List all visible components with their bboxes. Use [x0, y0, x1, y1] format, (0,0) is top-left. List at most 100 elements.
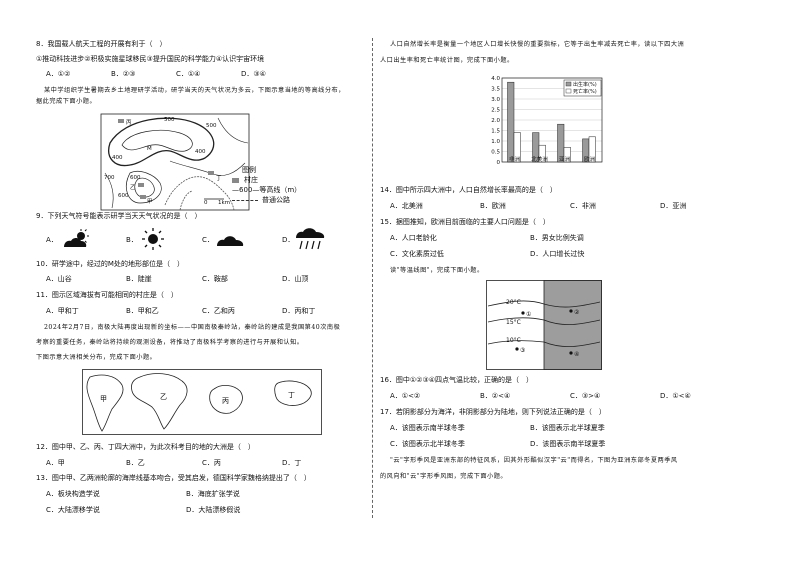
q17-option-c[interactable]: C．该图表示北半球冬季	[390, 440, 465, 448]
q15-stem: 15．据图推知，欧洲目前面临的主要人口问题是（ ）	[380, 218, 550, 226]
q15-option-d[interactable]: D．人口增长过快	[530, 250, 585, 258]
q13-option-a[interactable]: A．板块构造学说	[46, 490, 100, 498]
category-label: 欧洲	[584, 155, 596, 163]
map-label-ding: 丁	[216, 175, 222, 182]
y-tick-label: 4.0	[491, 76, 500, 82]
q14-option-a[interactable]: A．北美洲	[390, 202, 423, 210]
passage3-line1: 人口自然增长率是衡量一个地区人口增长快慢的重要指标，它等于出生率减去死亡率，读以…	[390, 41, 685, 48]
continents-map: 甲 乙 丙 丁	[82, 369, 322, 435]
scale-km: 1km	[218, 200, 230, 206]
q10-option-a[interactable]: A．山谷	[46, 275, 72, 283]
q17-option-b[interactable]: B．该图表示北半球夏季	[530, 424, 605, 432]
q8-option-d[interactable]: D．③④	[241, 70, 266, 78]
q11-option-a[interactable]: A．甲和丁	[46, 307, 79, 315]
q12-option-c[interactable]: C．丙	[202, 459, 221, 467]
map-label-600: 600	[130, 175, 141, 181]
q12-option-a[interactable]: A．甲	[46, 459, 65, 467]
q16-stem: 16．图中①②③④四点气温比较，正确的是（ ）	[380, 376, 534, 384]
passage1-line1: 某中学组织学生暑期去乡土地理研学活动，研学当天的天气状况为多云，下图示意当地的等…	[44, 87, 345, 94]
isotherm-20c: 20°C	[506, 299, 521, 306]
weather-sunny-icon	[142, 228, 164, 250]
q16-option-d[interactable]: D．①<④	[660, 392, 691, 400]
category-label: 亚洲	[559, 156, 571, 163]
bar	[538, 144, 546, 163]
q16-option-c[interactable]: C．③>④	[570, 392, 601, 400]
y-tick-label: 0.5	[491, 150, 500, 156]
birth-death-rate-chart: 00.51.01.52.02.53.03.54.0非洲北美洲亚洲欧洲出生率(%)…	[491, 76, 603, 166]
point-4: ④	[574, 351, 579, 358]
legend-contour: —600—等高线（m）	[232, 186, 302, 194]
point-1: ①	[526, 311, 531, 318]
y-tick-label: 1.5	[491, 129, 500, 135]
q17-stem: 17．若阴影部分为海洋，非阴影部分为陆地，则下列说法正确的是（ ）	[380, 408, 606, 416]
category-label: 非洲	[509, 155, 521, 163]
weather-rain-icon	[296, 228, 325, 250]
bar	[563, 147, 571, 163]
y-tick-label: 0	[497, 160, 501, 166]
q10-option-b[interactable]: B．陡崖	[126, 275, 152, 283]
q12-stem: 12．图中甲、乙、丙、丁四大洲中，为此次科考目的地的大洲是（ ）	[36, 443, 255, 451]
q9-option-d[interactable]: D．	[282, 236, 295, 244]
bar	[513, 132, 521, 163]
q15-option-c[interactable]: C．文化素质过低	[390, 250, 444, 258]
q13-option-b[interactable]: B．海底扩张学说	[186, 490, 240, 498]
q8-statements: ①推动科技进步②积极实施星球移民③提升国民的科学能力④认识宇宙环境	[36, 55, 265, 63]
bar	[588, 136, 596, 163]
q13-option-c[interactable]: C．大陆漂移学说	[46, 506, 100, 514]
isotherm-map: 20°C ① 15°C ② 10°C ③ ④	[486, 280, 602, 370]
legend-swatch	[565, 81, 572, 87]
q17-option-d[interactable]: D．该图表示南半球夏季	[530, 440, 606, 448]
map-label-m: M	[147, 146, 152, 152]
q14-option-c[interactable]: C．非洲	[570, 202, 596, 210]
q11-option-b[interactable]: B．甲和乙	[126, 307, 159, 315]
q11-option-c[interactable]: C．乙和丙	[202, 307, 235, 315]
map-label-400a: 400	[195, 149, 206, 155]
q11-stem: 11．图示区域海拔有可能相同的村庄是（ ）	[36, 291, 178, 299]
q11-option-d[interactable]: D．丙和丁	[282, 307, 316, 315]
map-label-700: 700	[104, 175, 115, 181]
passage2-line3: 下图示意大洲相关分布，完成下面小题。	[36, 354, 157, 361]
q15-option-b[interactable]: B．男女比例失调	[530, 234, 584, 242]
legend-box	[563, 79, 602, 97]
q15-option-a[interactable]: A．人口老龄化	[390, 234, 437, 242]
q9-option-c[interactable]: C．	[202, 236, 214, 244]
column-divider	[372, 38, 373, 518]
passage4: 读"等温线图"，完成下面小题。	[390, 267, 484, 274]
passage3-line2: 人口出生率和死亡率统计图，完成下面小题。	[380, 57, 514, 64]
weather-cloudy-icon	[217, 236, 244, 246]
map-label-400b: 400	[112, 155, 123, 161]
passage1-line2: 据此完成下面小题。	[36, 98, 97, 105]
y-tick-label: 3.5	[491, 87, 500, 93]
continent-jia: 甲	[100, 395, 107, 403]
map-label-500b: 500	[206, 123, 217, 129]
map-label-jia: 甲	[147, 198, 153, 205]
point-2: ②	[574, 309, 580, 316]
q10-option-c[interactable]: C．鞍部	[202, 275, 228, 283]
legend-road: 普通公路	[262, 196, 290, 204]
scale-zero: 0	[204, 200, 208, 206]
y-tick-label: 3.0	[491, 97, 500, 103]
q12-option-d[interactable]: D．丁	[282, 459, 302, 467]
contour-map: 丙 500 500 M 400 400 700 600 乙 甲 丁 600 0 …	[100, 113, 250, 211]
map-label-bing: 丙	[126, 119, 132, 126]
q14-option-b[interactable]: B．欧洲	[480, 202, 506, 210]
q8-option-b[interactable]: B．②③	[111, 70, 136, 78]
q8-option-a[interactable]: A．①②	[46, 70, 71, 78]
q10-option-d[interactable]: D．山顶	[282, 275, 309, 283]
q8-option-c[interactable]: C．①④	[176, 70, 201, 78]
category-label: 北美洲	[531, 155, 548, 163]
q14-option-d[interactable]: D．亚洲	[660, 202, 687, 210]
map-label-600b: 600	[118, 193, 129, 199]
bar	[507, 81, 515, 163]
q9-option-b[interactable]: B．	[126, 236, 138, 244]
q17-option-a[interactable]: A．该图表示南半球冬季	[390, 424, 465, 432]
q10-stem: 10．研学途中，经过的M处的地形部位是（ ）	[36, 260, 184, 268]
q13-option-d[interactable]: D．大陆漂移假说	[186, 506, 241, 514]
q16-option-a[interactable]: A．①<②	[390, 392, 421, 400]
q12-option-b[interactable]: B．乙	[126, 459, 145, 467]
q9-option-a[interactable]: A．	[46, 236, 58, 244]
continent-yi: 乙	[160, 393, 167, 401]
q13-stem: 13．图中甲、乙两洲轮廓的海岸线基本吻合，受其启发，德国科学家魏格纳提出了（ ）	[36, 474, 311, 482]
q16-option-b[interactable]: B．②<④	[480, 392, 511, 400]
y-tick-label: 2.0	[491, 118, 500, 124]
